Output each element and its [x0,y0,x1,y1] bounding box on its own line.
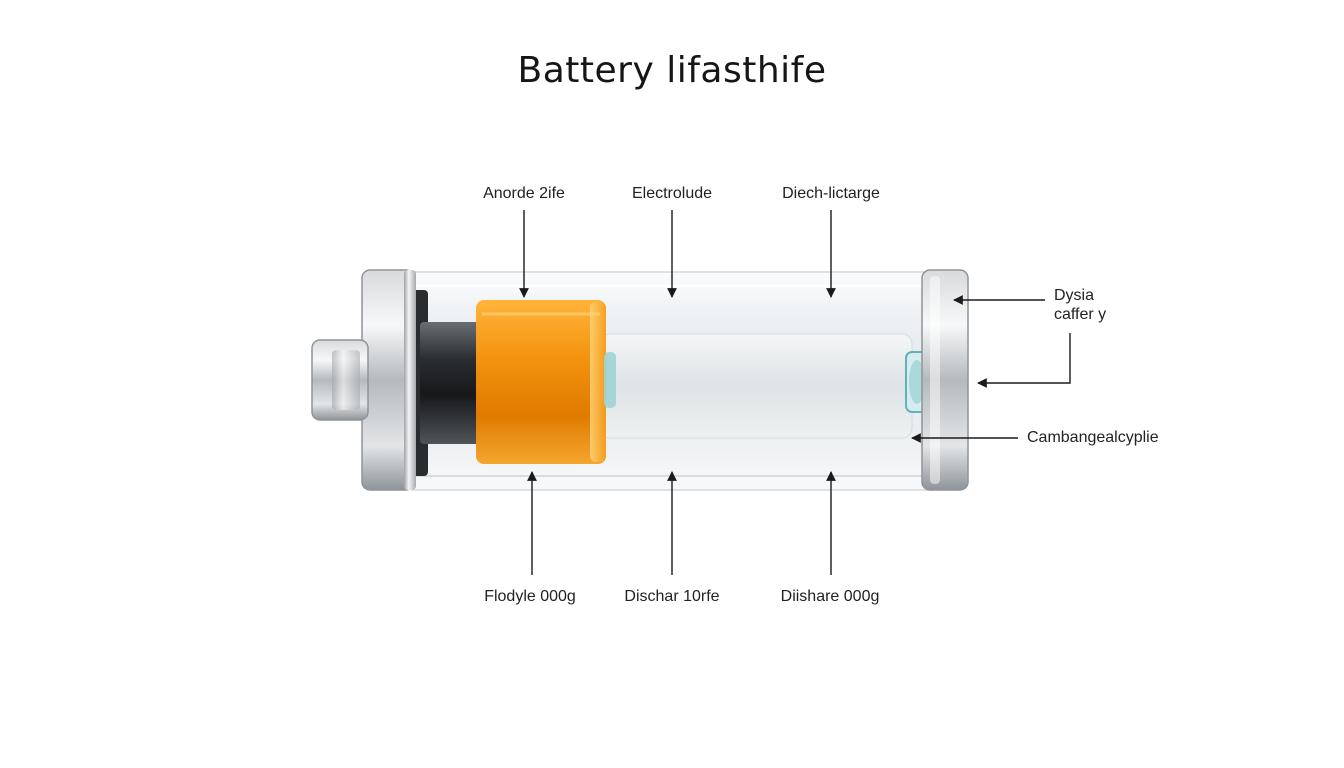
left-end-cap [361,269,416,491]
label-cambangealcyplie: Cambangealcyplie [1027,429,1159,446]
diagram-title: Battery lifasthife [517,50,827,91]
electrolyte-core [599,333,913,439]
anode-cylinder [476,300,616,464]
label-electrolyte: Electrolude [631,185,713,202]
label-diishare: Diishare 000g [780,588,880,605]
current-collector [420,322,492,444]
label-flodyle: Flodyle 000g [484,588,576,605]
label-dischar: Dischar 10rfe [624,588,720,605]
right-end-cap [921,269,969,491]
terminal-pin [311,339,369,421]
label-anode: Anorde 2ife [483,185,565,202]
label-dysia-caffery: Dysia caffer y [1054,287,1107,323]
leader-dysia-bent [977,333,1071,388]
label-discharge: Diech-lictarge [782,185,880,202]
